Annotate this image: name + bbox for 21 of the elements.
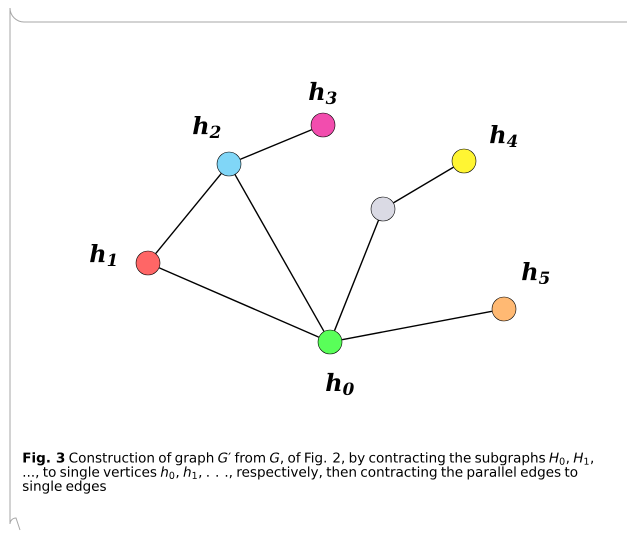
vertex-circle: [318, 330, 342, 354]
vertex-circle: [492, 296, 516, 322]
graph-edge: [240, 129, 312, 160]
graph-edge: [234, 174, 325, 332]
vertex-label: h$_{4}$: [490, 124, 518, 148]
graph-edge: [159, 267, 319, 338]
vertex-label: h$_{0}$: [326, 372, 354, 396]
graph-edge: [334, 220, 380, 331]
vertex-circle: [310, 112, 336, 138]
graph-edge: [155, 173, 222, 254]
graph-edge: [342, 310, 492, 340]
vertex-label: h$_{3}$: [309, 82, 336, 104]
vertex-circle: [136, 250, 160, 276]
figure-caption: Fig. 3 Construction of graph G′ from G, of Fig. 2, by contracting the subgraphs H$_{0}$, H$_{1}$, ..., to single vertices h$_{0}$, h$_{1}$, . . ., respectively, then contracting the parallel edges to single edges: [22, 452, 593, 494]
vertex-circle: [216, 152, 242, 176]
vertex-label: h$_{1}$: [90, 244, 116, 266]
vertex-label: h$_{2}$: [193, 116, 220, 138]
vertex-circle: [370, 196, 396, 222]
graph-edge: [393, 166, 454, 204]
vertex-circle: [452, 148, 476, 174]
vertex-label: h$_{5}$: [522, 262, 550, 284]
